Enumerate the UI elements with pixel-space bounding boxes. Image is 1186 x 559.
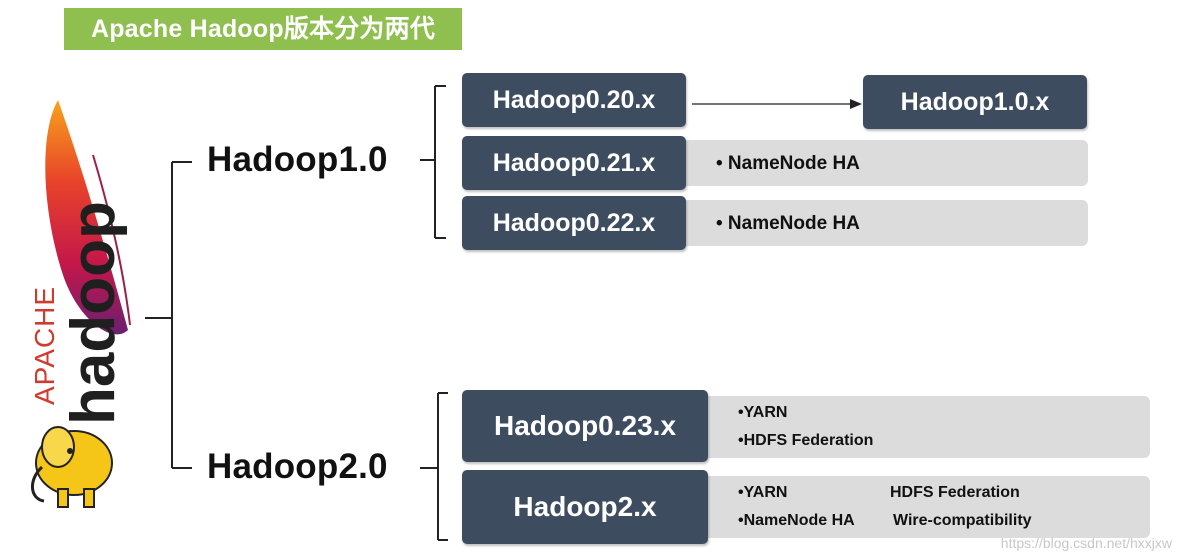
feature-hdfs-federation: •HDFS Federation	[738, 432, 874, 449]
generation-label-hadoop1: Hadoop1.0	[207, 140, 388, 179]
version-box-0-23: Hadoop0.23.x	[462, 390, 708, 462]
feature-hdfs-federation: HDFS Federation	[890, 484, 1020, 501]
version-box-1-0: Hadoop1.0.x	[863, 75, 1087, 129]
hadoop-logo: APACHE hadoop	[29, 100, 131, 508]
feature-yarn: •YARN	[738, 484, 788, 501]
version-box-0-21: Hadoop0.21.x	[462, 136, 686, 190]
arrow-head-icon	[850, 99, 862, 109]
slide-title: Apache Hadoop版本分为两代	[64, 8, 462, 50]
version-box-2-x: Hadoop2.x	[462, 470, 708, 544]
generation-label-hadoop2: Hadoop2.0	[207, 447, 388, 486]
feature-wire-compatibility: Wire-compatibility	[893, 512, 1032, 529]
watermark: https://blog.csdn.net/hxxjxw	[1000, 535, 1172, 551]
version-box-0-22: Hadoop0.22.x	[462, 196, 686, 250]
feature-namenode-ha: • NameNode HA	[716, 213, 860, 234]
logo-hadoop-text: hadoop	[59, 201, 128, 425]
version-box-0-20: Hadoop0.20.x	[462, 73, 686, 127]
logo-apache-text: APACHE	[29, 286, 60, 405]
elephant-icon	[31, 426, 113, 508]
feature-namenode-ha: •NameNode HA	[738, 512, 855, 529]
feature-namenode-ha: • NameNode HA	[716, 153, 860, 174]
feature-yarn: •YARN	[738, 404, 788, 421]
